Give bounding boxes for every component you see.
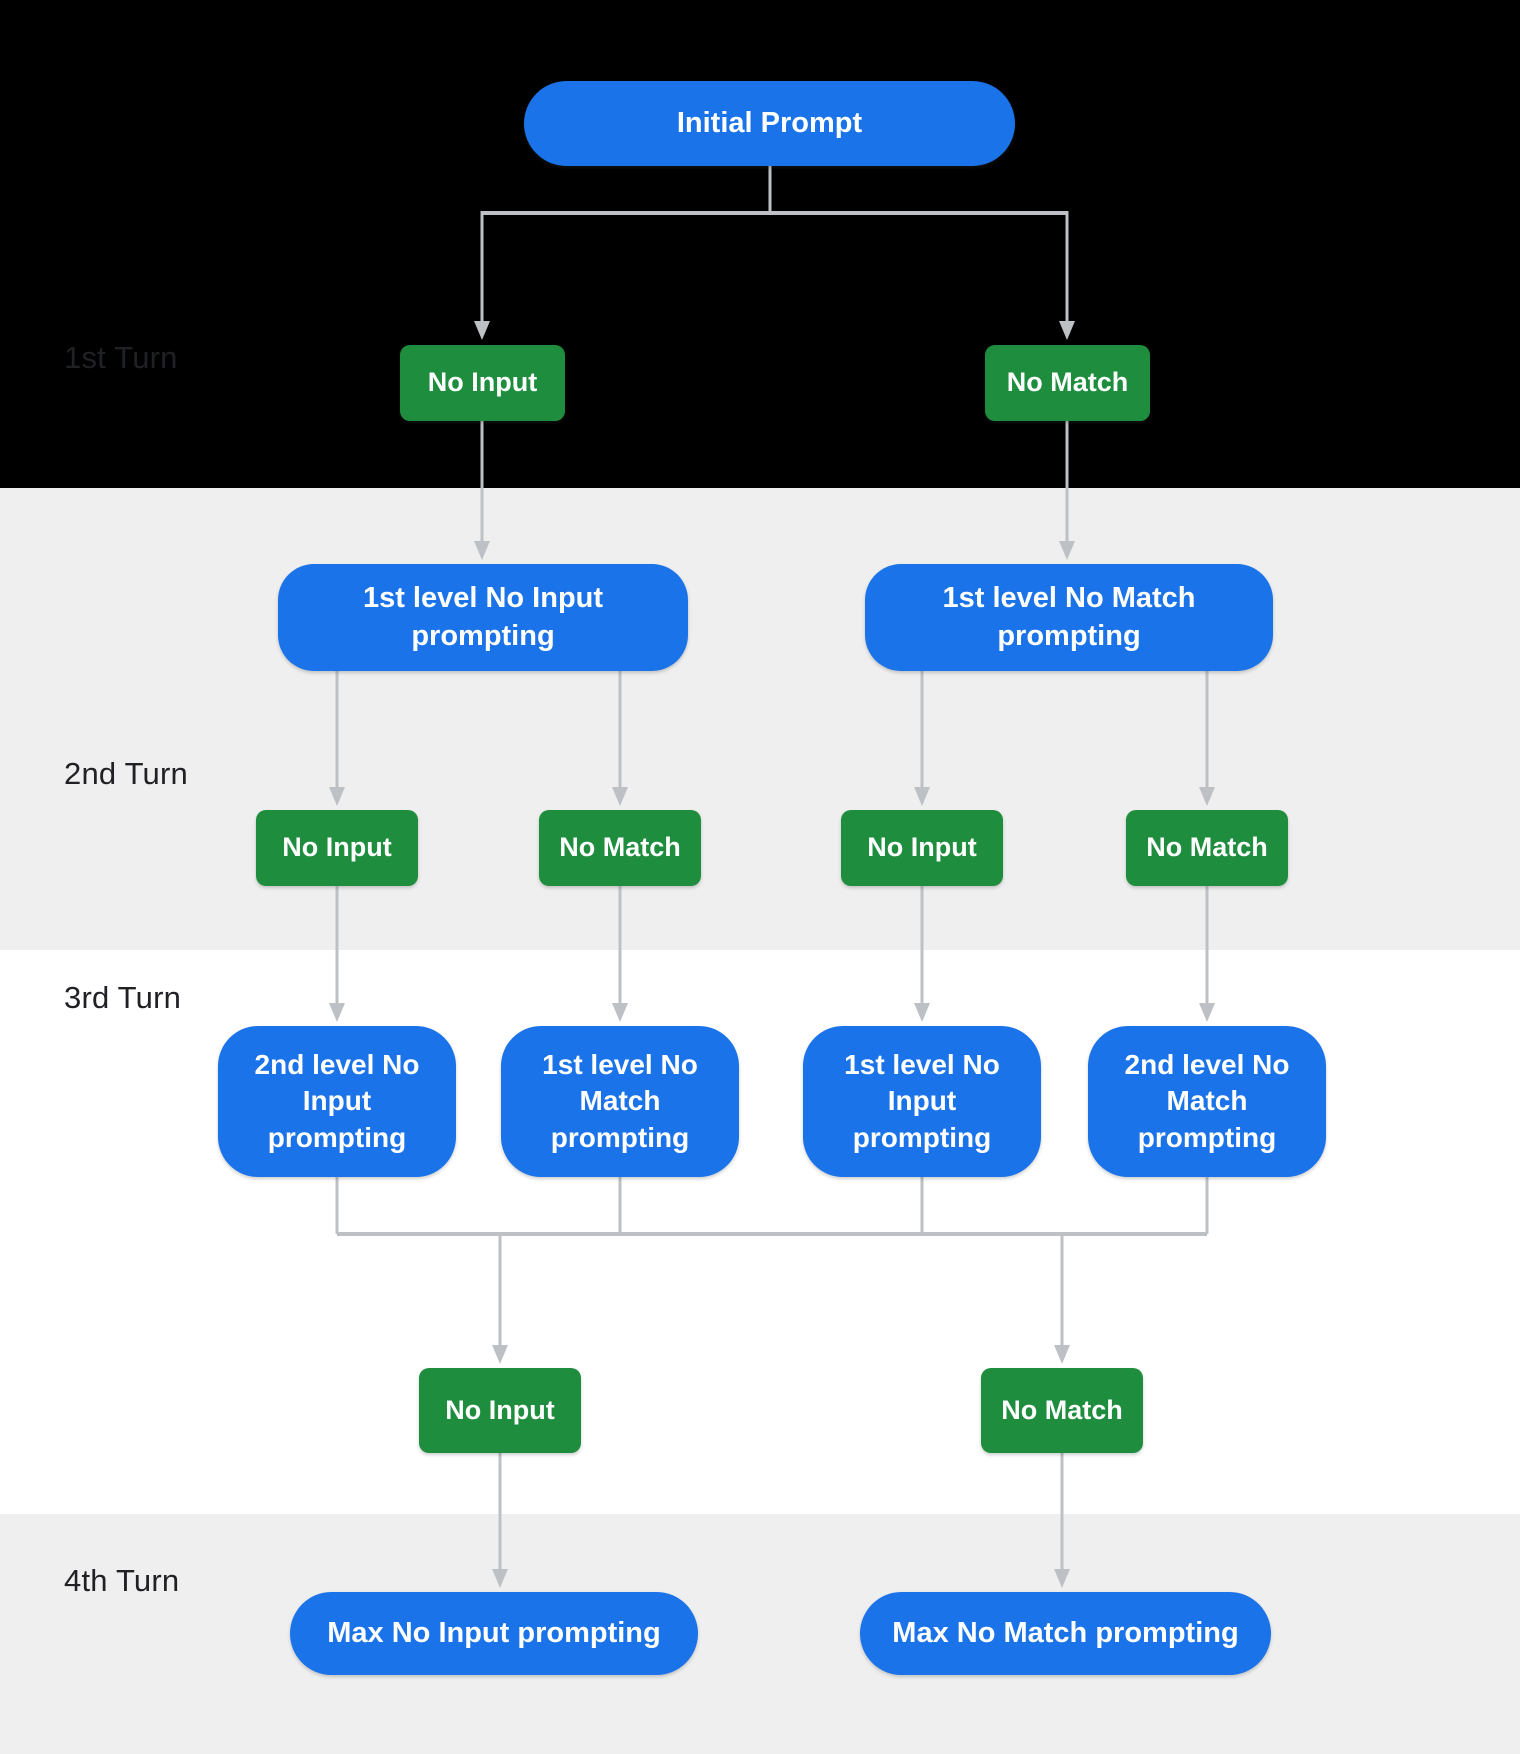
turn2-no-match-node-1: No Match <box>539 810 701 886</box>
first-level-no-input-prompting-node: 1st level No Input prompting <box>278 564 688 671</box>
turn3-no-input-node: No Input <box>419 1368 581 1453</box>
turn4-label: 4th Turn <box>64 1563 180 1598</box>
first-level-no-match-prompting-node: 1st level No Match prompting <box>865 564 1273 671</box>
turn2-no-input-node-2: No Input <box>841 810 1003 886</box>
max-no-match-prompting-node: Max No Match prompting <box>860 1592 1271 1675</box>
turn1-band <box>0 0 1520 488</box>
turn2-band <box>0 488 1520 950</box>
turn3-label: 3rd Turn <box>64 980 182 1015</box>
turn2-no-match-node-2: No Match <box>1126 810 1288 886</box>
first-level-no-match-prompting-node-2: 1st level No Match prompting <box>501 1026 739 1177</box>
turn1-no-match-node: No Match <box>985 345 1150 421</box>
initial-prompt-node: Initial Prompt <box>524 81 1015 166</box>
turn1-label: 1st Turn <box>64 340 178 375</box>
second-level-no-input-prompting-node: 2nd level No Input prompting <box>218 1026 456 1177</box>
first-level-no-input-prompting-node-2: 1st level No Input prompting <box>803 1026 1041 1177</box>
max-no-input-prompting-node: Max No Input prompting <box>290 1592 698 1675</box>
turn2-no-input-node-1: No Input <box>256 810 418 886</box>
turn1-no-input-node: No Input <box>400 345 565 421</box>
turn4-band <box>0 1514 1520 1754</box>
turn3-no-match-node: No Match <box>981 1368 1143 1453</box>
second-level-no-match-prompting-node: 2nd level No Match prompting <box>1088 1026 1326 1177</box>
turn2-label: 2nd Turn <box>64 756 188 791</box>
